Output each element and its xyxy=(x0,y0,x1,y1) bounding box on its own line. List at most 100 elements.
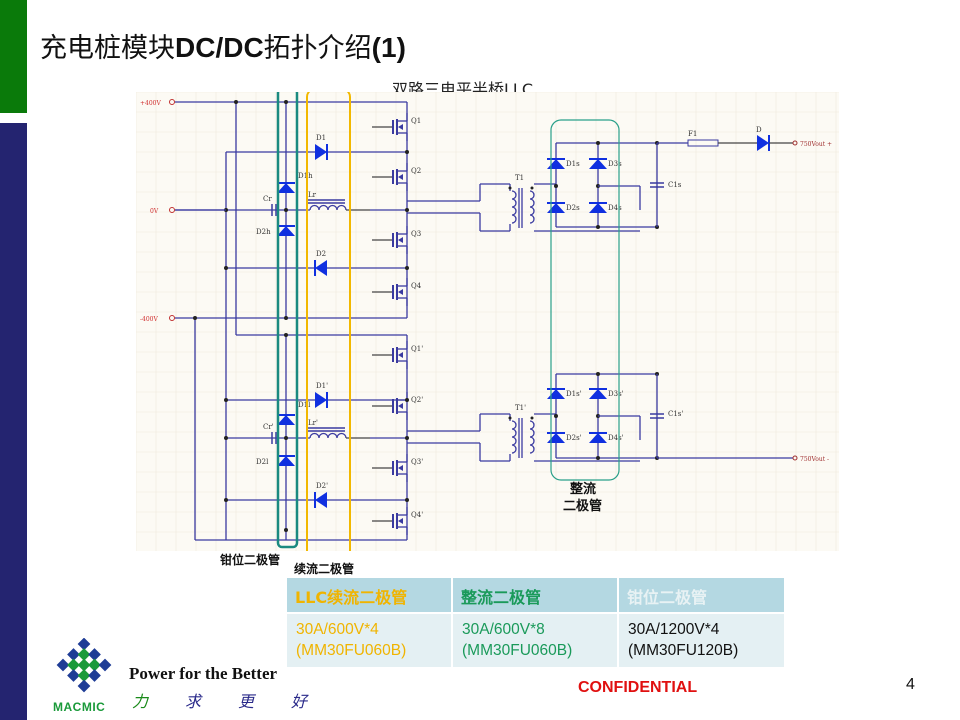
clamp-diode-icon xyxy=(277,183,295,193)
port-terminal-icon xyxy=(169,99,175,105)
rectifier-diode-icon xyxy=(589,203,607,213)
macmic-logo-icon xyxy=(55,637,113,703)
junction-dot xyxy=(193,316,197,320)
mosfet-arrow xyxy=(398,352,403,358)
mosfet-label: Q3' xyxy=(411,458,423,466)
slogan-char: 更 xyxy=(238,692,255,711)
junction-dot xyxy=(405,498,409,502)
mosfet-arrow xyxy=(398,124,403,130)
slogan-char: 力 xyxy=(132,692,149,711)
component-label: D1s' xyxy=(566,390,582,398)
slogan-char: 好 xyxy=(291,692,308,711)
port-label: +400V xyxy=(140,100,161,107)
logo-diamond-icon xyxy=(56,637,112,693)
cell-rating: 30A/600V*8 xyxy=(462,621,545,638)
fuse-icon xyxy=(687,139,719,147)
junction-dot xyxy=(224,266,228,270)
rectifier-diode-icon xyxy=(589,159,607,169)
component-label: D2' xyxy=(316,482,328,490)
clamp-diode-icon xyxy=(277,415,295,425)
port-label: 750Vout - xyxy=(800,456,829,463)
diode-spec-table: LLC续流二极管 整流二极管 钳位二极管 30A/600V*4(MM30FU06… xyxy=(287,578,784,667)
junction-dot xyxy=(224,398,228,402)
cell-clamp: 30A/1200V*4 (MM30FU120B) xyxy=(619,614,784,667)
port-label: -400V xyxy=(140,316,158,323)
title-suffix: 拓扑介绍 xyxy=(263,33,372,64)
cell-llc-freewheel: 30A/600V*4(MM30FU060B) xyxy=(287,614,451,667)
brand-name: MACMIC xyxy=(53,700,106,714)
junction-dot xyxy=(224,436,228,440)
rectifier-diode-label-1: 整流 xyxy=(570,482,597,497)
table-row: 30A/600V*4(MM30FU060B) 30A/600V*8 (MM30FU… xyxy=(287,612,784,667)
freewheel-diode-icon xyxy=(315,144,327,160)
inductor-coil-icon xyxy=(309,204,347,211)
logo-tile xyxy=(88,669,101,682)
junction-dot xyxy=(284,208,288,212)
transformer-winding-icon xyxy=(511,190,517,224)
transformer-winding-icon xyxy=(511,420,517,454)
junction-dot xyxy=(596,372,600,376)
junction-dot xyxy=(554,414,558,418)
mosfet-label: Q2' xyxy=(411,396,423,404)
freewheel-diode-icon xyxy=(315,492,327,508)
component-label: D2l xyxy=(256,458,269,466)
port-terminal-icon xyxy=(792,140,798,146)
component-label: Lr xyxy=(308,191,317,199)
inductor-coil-icon xyxy=(309,432,347,439)
cell-part: (MM30FU060B) xyxy=(462,642,573,659)
rectifier-highlight-box xyxy=(550,119,620,481)
logo-tile xyxy=(77,679,91,693)
slogan: Power for the Better xyxy=(129,664,278,683)
component-label: D2s' xyxy=(566,434,582,442)
table-header-row: LLC续流二极管 整流二极管 钳位二极管 xyxy=(287,578,784,612)
component-label: D3s' xyxy=(608,390,624,398)
component-label: D2 xyxy=(316,250,326,258)
rectifier-diode-icon xyxy=(589,433,607,443)
mosfet-arrow xyxy=(398,403,403,409)
component-label: Lr' xyxy=(308,419,318,427)
port-label: 750Vout + xyxy=(800,141,832,148)
junction-dot xyxy=(596,456,600,460)
port-terminal-icon xyxy=(169,207,175,213)
clamp-highlight-box xyxy=(276,92,299,549)
component-label: D1h xyxy=(298,172,313,180)
junction-dot xyxy=(405,436,409,440)
component-label: C1s' xyxy=(668,410,683,418)
port-label: 0V xyxy=(150,208,159,215)
rectifier-diode-icon xyxy=(547,159,565,169)
polarity-dot xyxy=(508,186,512,190)
junction-dot xyxy=(284,436,288,440)
rectifier-diode-icon xyxy=(547,433,565,443)
slogan-chinese: 力求更好 xyxy=(132,688,344,712)
component-label: D4s xyxy=(608,204,622,212)
port-terminal-icon xyxy=(792,455,798,461)
accent-bar-navy xyxy=(0,123,27,720)
rectifier-diode-icon xyxy=(547,203,565,213)
cell-part: (MM30FU120B) xyxy=(628,642,739,659)
rectifier-diode-label-2: 二极管 xyxy=(563,499,603,514)
clamp-diode-label: 钳位二极管 xyxy=(220,553,281,567)
freewheel-diode-label: 续流二极管 xyxy=(294,562,355,576)
confidential-label: CONFIDENTIAL xyxy=(578,679,698,696)
logo-tile xyxy=(98,658,112,672)
junction-dot xyxy=(284,528,288,532)
slide-title: 充电桩模块DC/DC拓扑介绍(1) xyxy=(40,26,406,65)
component-label: Cr xyxy=(263,195,272,203)
rectifier-diode-icon xyxy=(589,389,607,399)
freewheel-diode-icon xyxy=(315,392,327,408)
header-clamp: 钳位二极管 xyxy=(619,578,784,612)
polarity-dot xyxy=(530,186,534,190)
component-label: D1l xyxy=(298,401,311,409)
component-label: D1s xyxy=(566,160,580,168)
polarity-dot xyxy=(508,416,512,420)
component-label: D3s xyxy=(608,160,622,168)
component-label: F1 xyxy=(688,130,697,138)
cell-part: (MM30FU060B) xyxy=(296,642,407,659)
rectifier-diode-icon xyxy=(547,389,565,399)
junction-dot xyxy=(405,398,409,402)
component-label: T1 xyxy=(515,174,524,182)
mosfet-label: Q2 xyxy=(411,167,421,175)
junction-dot xyxy=(596,141,600,145)
cell-rating: 30A/1200V*4 xyxy=(628,621,720,638)
output-diode-icon xyxy=(757,135,769,151)
